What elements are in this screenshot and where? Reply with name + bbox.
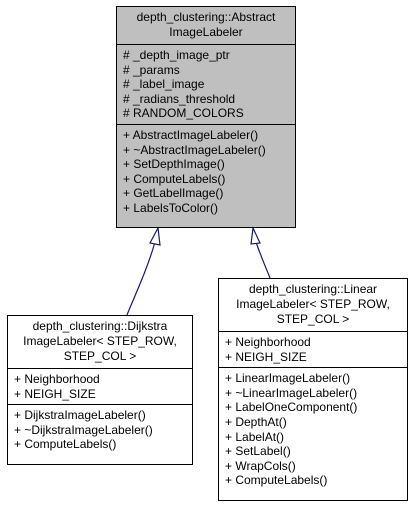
method: + GetLabelImage() [123, 186, 224, 201]
method: + ~AbstractImageLabeler() [123, 142, 266, 157]
title-line: depth_clustering::Linear [248, 282, 378, 296]
class-title: depth_clustering::Abstract ImageLabeler [117, 7, 295, 45]
arrowhead-linear-to-abstract [250, 225, 261, 245]
title-line: ImageLabeler< STEP_ROW, [236, 297, 390, 311]
method: + LabelsToColor() [123, 200, 219, 215]
attribute: + Neighborhood [14, 372, 100, 386]
title-line: ImageLabeler [169, 25, 243, 39]
method: + SetLabel() [225, 444, 291, 459]
method: + ~DijkstraImageLabeler() [14, 422, 153, 437]
method: + WrapCols() [225, 458, 296, 473]
class-abstract-image-labeler[interactable]: depth_clustering::Abstract ImageLabeler … [116, 6, 296, 228]
title-line: STEP_COL > [63, 349, 137, 363]
method: + DepthAt() [225, 414, 287, 429]
methods-section: + DijkstraImageLabeler() + ~DijkstraImag… [8, 405, 192, 455]
class-dijkstra-image-labeler[interactable]: depth_clustering::Dijkstra ImageLabeler<… [7, 315, 193, 465]
attribute: # _depth_image_ptr [123, 48, 230, 62]
edge-linear-to-abstract [255, 241, 271, 279]
method: + ComputeLabels() [225, 473, 328, 488]
attribute: # RANDOM_COLORS [123, 106, 244, 121]
methods-section: + LinearImageLabeler() + ~LinearImageLab… [219, 368, 407, 491]
method: + SetDepthImage() [123, 157, 225, 172]
class-linear-image-labeler[interactable]: depth_clustering::Linear ImageLabeler< S… [218, 278, 408, 501]
method: + ComputeLabels() [123, 171, 226, 186]
attributes-section: + Neighborhood + NEIGH_SIZE [219, 332, 407, 369]
attribute: + NEIGH_SIZE [14, 386, 96, 401]
method: + LabelOneComponent() [225, 400, 358, 415]
class-title: depth_clustering::Linear ImageLabeler< S… [219, 279, 407, 332]
title-line: ImageLabeler< STEP_ROW, [23, 334, 177, 348]
attribute: # _params [123, 62, 180, 77]
class-title: depth_clustering::Dijkstra ImageLabeler<… [8, 316, 192, 369]
method: + DijkstraImageLabeler() [14, 408, 146, 423]
method: + ComputeLabels() [14, 437, 117, 452]
title-line: STEP_COL > [276, 312, 350, 326]
attribute: + NEIGH_SIZE [225, 349, 307, 364]
method: + ~LinearImageLabeler() [225, 385, 358, 400]
attribute: + Neighborhood [225, 335, 311, 349]
attribute: # _label_image [123, 77, 205, 92]
edge-dijkstra-to-abstract [126, 241, 156, 316]
methods-section: + AbstractImageLabeler() + ~AbstractImag… [117, 125, 295, 219]
method: + LinearImageLabeler() [225, 371, 351, 386]
arrowhead-dijkstra-to-abstract [149, 226, 161, 246]
method: + AbstractImageLabeler() [123, 127, 259, 142]
title-line: depth_clustering::Dijkstra [32, 319, 168, 333]
attributes-section: # _depth_image_ptr # _params # _label_im… [117, 45, 295, 125]
title-line: depth_clustering::Abstract [136, 10, 276, 24]
method: + LabelAt() [225, 429, 285, 444]
attribute: # _radians_threshold [123, 91, 236, 106]
attributes-section: + Neighborhood + NEIGH_SIZE [8, 369, 192, 406]
